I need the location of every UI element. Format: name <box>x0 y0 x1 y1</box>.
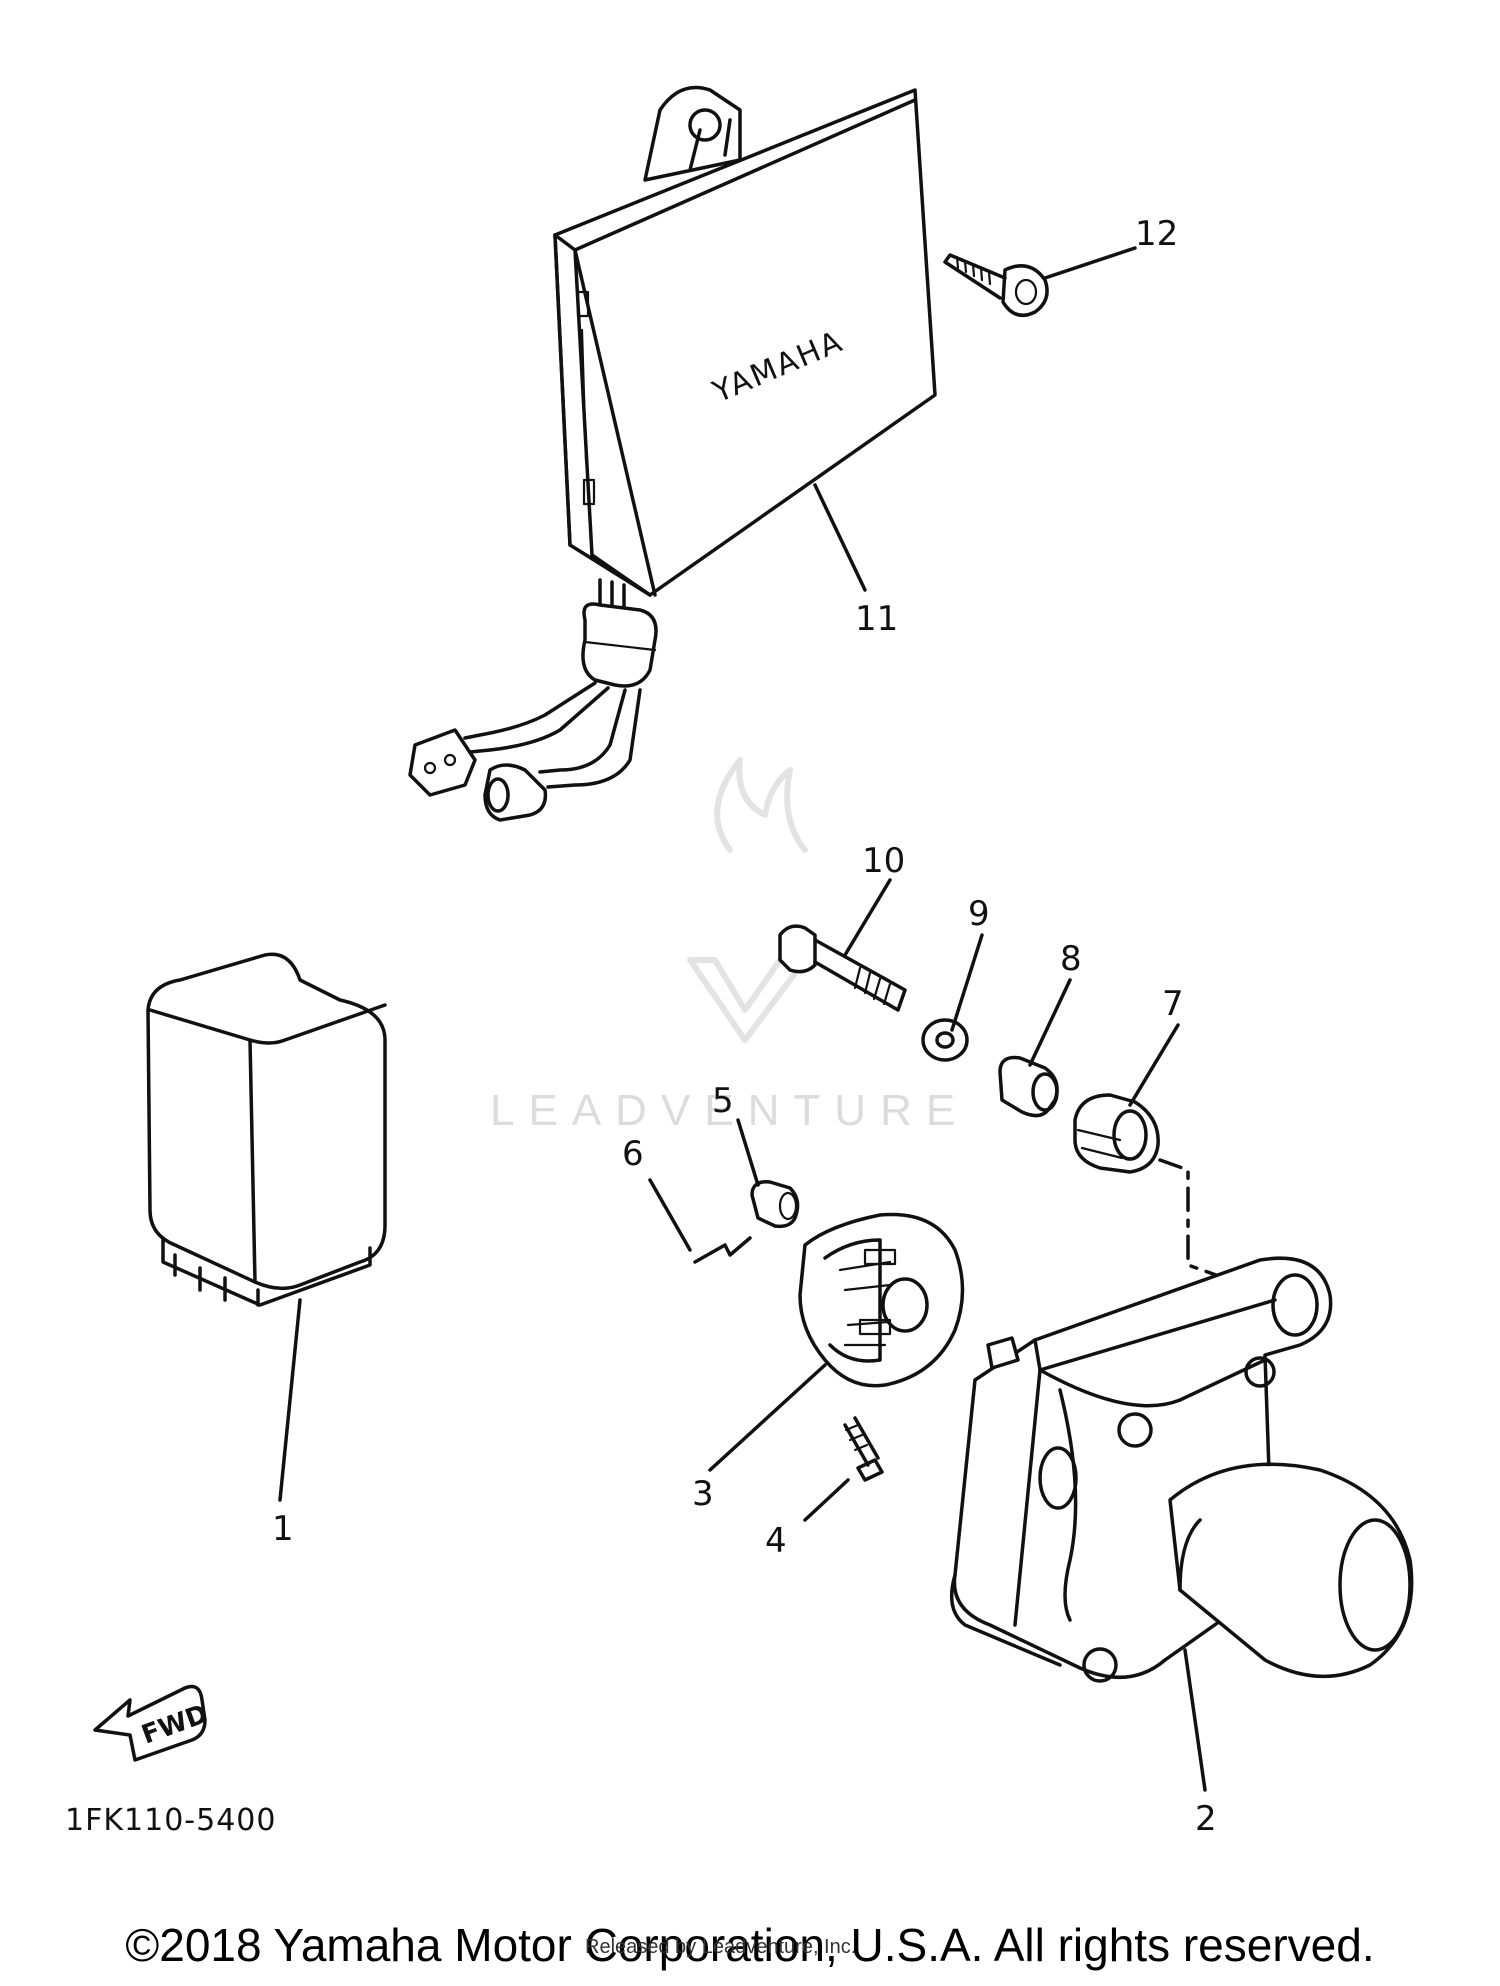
part-8-collar <box>998 978 1072 1118</box>
leader-11 <box>813 483 867 592</box>
part-10-bolt <box>778 878 907 1012</box>
callouts: 1 2 3 4 5 6 7 8 9 10 11 12 <box>272 214 1217 1839</box>
callout-12: 12 <box>1135 214 1178 254</box>
fwd-arrow: FWD <box>93 1684 212 1762</box>
callout-6: 6 <box>622 1134 644 1174</box>
part-6-clip <box>648 1178 752 1264</box>
part-7-grommet <box>1073 1023 1180 1174</box>
callout-8: 8 <box>1060 939 1082 979</box>
part-1-relay <box>146 952 387 1502</box>
copyright-notice: ©2018 Yamaha Motor Corporation, U.S.A. A… <box>125 1919 1375 1971</box>
part-2-assembly <box>949 1256 1414 1792</box>
assembly-centerline <box>1158 1158 1232 1282</box>
watermark: LEADVENTURE <box>490 757 969 1135</box>
part-11-control-unit: YAMAHA <box>408 85 937 822</box>
part-3-rotor <box>708 1212 965 1472</box>
callout-4: 4 <box>765 1521 787 1561</box>
callout-9: 9 <box>968 894 990 934</box>
footer-small-note: Released by Leadventure, Inc. <box>585 1936 857 1958</box>
callout-1: 1 <box>272 1509 294 1549</box>
callout-7: 7 <box>1162 984 1184 1024</box>
callout-3: 3 <box>692 1474 714 1514</box>
part-9-washer <box>921 933 984 1062</box>
part-12-screw <box>943 246 1137 318</box>
callout-5: 5 <box>712 1081 734 1121</box>
watermark-text: LEADVENTURE <box>490 1086 969 1135</box>
diagram-code: 1FK110-5400 <box>65 1803 276 1838</box>
callout-10: 10 <box>862 841 905 881</box>
part-5-cap <box>736 1118 800 1229</box>
callout-2: 2 <box>1195 1799 1217 1839</box>
callout-11: 11 <box>855 599 898 639</box>
part-4-screw <box>803 1416 884 1522</box>
